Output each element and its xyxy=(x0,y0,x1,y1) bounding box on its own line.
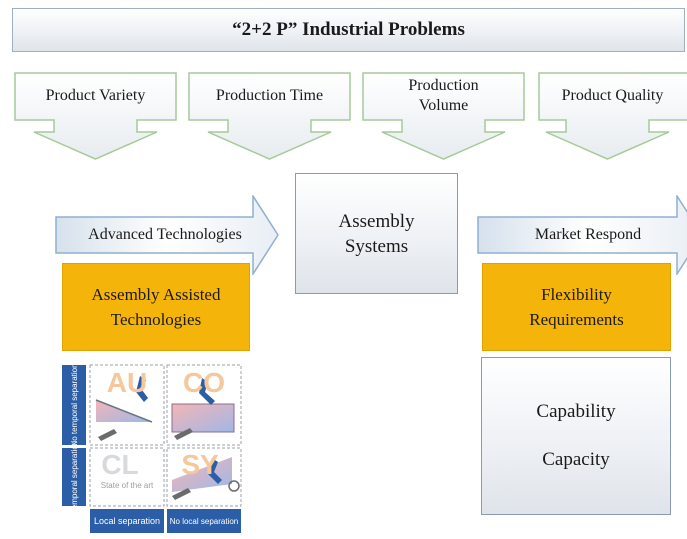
hand-tool-icon xyxy=(174,428,193,440)
problem-arrow-production-time: Production Time xyxy=(188,72,351,160)
problem-arrow-product-variety: Product Variety xyxy=(14,72,177,160)
matrix-cell-cl: CL xyxy=(101,449,138,480)
workspace-shape xyxy=(171,403,235,433)
workspace-shape xyxy=(172,457,232,492)
col-label-local: Local separation xyxy=(94,516,160,526)
assembly-assisted-technologies-box: Assembly Assisted Technologies xyxy=(62,263,250,351)
diagram-title: “2+2 P” Industrial Problems xyxy=(12,8,685,52)
problem-label: Production Time xyxy=(215,87,324,104)
down-arrow-icon xyxy=(14,72,177,160)
row-label-no-temporal: No temporal separation xyxy=(70,363,79,446)
robot-arm-icon xyxy=(208,458,222,484)
right-arrow-icon xyxy=(55,195,279,275)
hand-tool-icon xyxy=(172,488,191,500)
state-of-the-art-caption: State of the art xyxy=(101,481,154,490)
flexibility-requirements-label: Flexibility Requirements xyxy=(529,285,624,329)
problem-arrow-product-quality: Product Quality xyxy=(538,72,687,160)
market-respond-label: Market Respond xyxy=(534,226,642,243)
problem-label: Product Quality xyxy=(561,87,664,104)
problem-label: Product Variety xyxy=(45,87,146,104)
assembly-systems-box: Assembly Systems xyxy=(295,173,458,294)
down-arrow-icon xyxy=(538,72,687,160)
market-respond-arrow: Market Respond xyxy=(477,195,687,275)
robot-arm-icon xyxy=(199,378,215,405)
gear-icon xyxy=(228,480,240,492)
collaboration-matrix-graphic: AU CO CL SY State of the art No temporal… xyxy=(62,363,242,533)
capability-label: Capability xyxy=(536,401,616,422)
advanced-technologies-arrow: Advanced Technologies xyxy=(55,195,280,275)
hand-tool-icon xyxy=(98,429,117,441)
matrix-cell-sy: SY xyxy=(181,449,219,480)
col-label-no-local: No local separation xyxy=(170,517,238,526)
down-arrow-icon xyxy=(362,72,525,160)
right-arrow-icon xyxy=(477,195,687,275)
down-arrow-icon xyxy=(188,72,351,160)
assembly-systems-label: Assembly Systems xyxy=(338,210,415,257)
capacity-label: Capacity xyxy=(542,449,610,470)
robot-arm-icon xyxy=(136,376,148,402)
row-label-temporal: Temporal separation xyxy=(70,441,79,513)
advanced-technologies-label: Advanced Technologies xyxy=(88,226,242,243)
problem-arrow-production-volume: Production Volume xyxy=(362,72,525,160)
capability-capacity-box: Capability Capacity xyxy=(481,357,671,515)
assembly-assisted-technologies-label: Assembly Assisted Technologies xyxy=(91,285,221,329)
collaboration-matrix: AU CO CL SY State of the art No temporal… xyxy=(62,362,245,534)
matrix-cell-co: CO xyxy=(183,367,225,398)
flexibility-requirements-box: Flexibility Requirements xyxy=(482,263,671,351)
matrix-cell-au: AU xyxy=(107,367,147,398)
problem-label: Production Volume xyxy=(408,77,479,114)
